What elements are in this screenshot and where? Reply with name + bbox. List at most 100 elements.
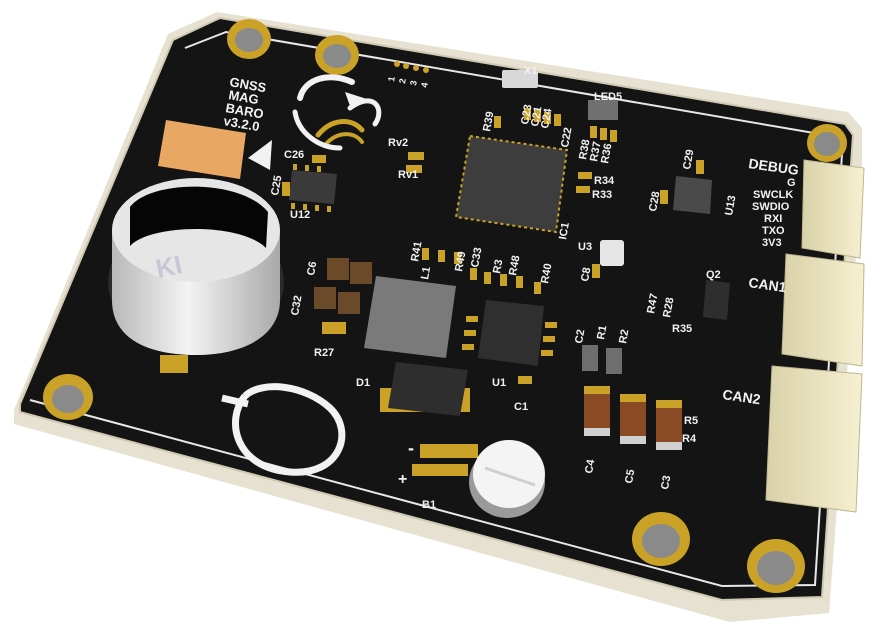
label-r2: R2 [617, 329, 631, 345]
debug-pin-labels: G SWCLK SWDIO RXI TXO 3V3 [752, 177, 796, 249]
can2-label: CAN2 [722, 386, 762, 407]
label-r33: R33 [592, 189, 612, 201]
resistor-cluster-top [494, 108, 617, 193]
label-b1: B1 [422, 499, 436, 511]
c25-part [282, 182, 290, 196]
pin-mark-3: 3 [408, 80, 419, 87]
debug-pin-swdio: SWDIO [752, 201, 790, 213]
coin-battery [412, 440, 545, 518]
debug-pin-g: G [787, 177, 796, 189]
label-c22: C22 [559, 127, 574, 149]
board-title-block: GNSS MAG BARO v3.2.0 [222, 74, 267, 134]
label-r39: R39 [481, 111, 496, 133]
mounting-hole-top-left-a [227, 19, 271, 59]
label-q2: Q2 [706, 269, 721, 281]
label-r49: R49 [453, 251, 468, 273]
label-c21: C21 [529, 106, 544, 128]
mounting-hole-bottom-right [747, 539, 805, 593]
mounting-hole-bottom-middle [632, 512, 690, 566]
pin-mark-4: 4 [419, 82, 430, 89]
label-ic1: IC1 [557, 222, 572, 241]
label-c6: C6 [305, 261, 319, 277]
label-c29: C29 [681, 149, 696, 171]
battery-minus-label: - [408, 438, 414, 458]
label-r35: R35 [672, 323, 692, 335]
label-r1: R1 [595, 325, 609, 341]
r1-part [606, 348, 622, 374]
d1-diode [380, 362, 470, 416]
can2-connector [765, 365, 863, 513]
label-r34: R34 [594, 175, 615, 187]
led5-part [588, 100, 618, 120]
ceramic-capacitors-left [314, 258, 372, 334]
label-u1: U1 [492, 377, 506, 389]
label-u12: U12 [290, 209, 310, 221]
u12-chip [289, 164, 337, 212]
label-d1: D1 [356, 377, 370, 389]
label-c26: C26 [284, 149, 304, 161]
label-c3: C3 [659, 475, 673, 491]
tantalum-capacitors [584, 386, 682, 450]
label-c24: C24 [539, 107, 554, 130]
label-r3: R3 [491, 259, 505, 275]
label-u3: U3 [578, 241, 592, 253]
label-u13: U13 [723, 195, 738, 217]
label-r40: R40 [539, 263, 554, 285]
u13-chip [673, 176, 712, 214]
u1-chip [462, 300, 557, 366]
label-c23: C23 [519, 104, 534, 126]
label-rv1: Rv1 [398, 169, 418, 181]
debug-pin-rxi: RXI [764, 213, 782, 225]
label-led5: LED5 [594, 91, 622, 103]
ic1-chip [454, 134, 569, 234]
label-r37: R37 [588, 141, 603, 163]
title-gnss: GNSS [228, 74, 267, 95]
battery-plus-label: + [398, 471, 407, 488]
title-mag: MAG [227, 87, 259, 107]
mounting-hole-bottom-left [43, 374, 93, 420]
label-c4: C4 [583, 458, 597, 475]
mounting-hole-top-right [807, 124, 847, 162]
label-r4: R4 [682, 433, 697, 445]
label-c28: C28 [647, 191, 662, 213]
title-baro: BARO [224, 100, 264, 121]
label-c32: C32 [289, 295, 304, 317]
label-r28: R28 [661, 297, 676, 319]
label-r48: R48 [507, 255, 522, 277]
bird-logo-icon [292, 74, 382, 151]
c8-part [592, 264, 600, 278]
antenna-arrow-icon [248, 140, 272, 170]
label-l1: L1 [419, 266, 433, 281]
label-c1: C1 [514, 401, 528, 413]
debug-header-label: DEBUG [748, 155, 800, 178]
power-symbol-icon [221, 383, 346, 476]
l1-inductor [364, 276, 456, 358]
label-r27: R27 [314, 347, 334, 359]
label-c33: C33 [469, 247, 484, 269]
label-r41: R41 [409, 241, 424, 263]
c26-part [312, 155, 326, 163]
label-c25: C25 [269, 175, 284, 197]
electrolytic-capacitor: KI [108, 178, 284, 355]
label-rv2: Rv2 [388, 137, 408, 149]
antenna-pad [158, 120, 246, 179]
can1-connector [781, 253, 865, 367]
debug-pin-txo: TXO [762, 225, 785, 237]
rv2-part [408, 152, 424, 160]
pin-mark-2: 2 [397, 78, 408, 85]
rv1-part [406, 165, 422, 173]
label-r5: R5 [684, 415, 698, 427]
c1-part [518, 376, 532, 384]
label-x1: X1 [524, 65, 537, 77]
label-c2: C2 [573, 329, 587, 345]
debug-pin-3v3: 3V3 [762, 237, 782, 249]
resistor-cluster-mid [422, 248, 541, 294]
pin-header-marks: 1 2 3 4 [386, 61, 430, 88]
designator-labels: X1 LED5 R39 C23 C21 C24 C22 R38 R37 R36 … [269, 65, 738, 511]
label-r47: R47 [645, 293, 660, 315]
can1-label: CAN1 [748, 274, 788, 295]
q2-transistor [703, 280, 730, 320]
c28-part [660, 190, 668, 204]
x1-crystal [502, 70, 538, 88]
